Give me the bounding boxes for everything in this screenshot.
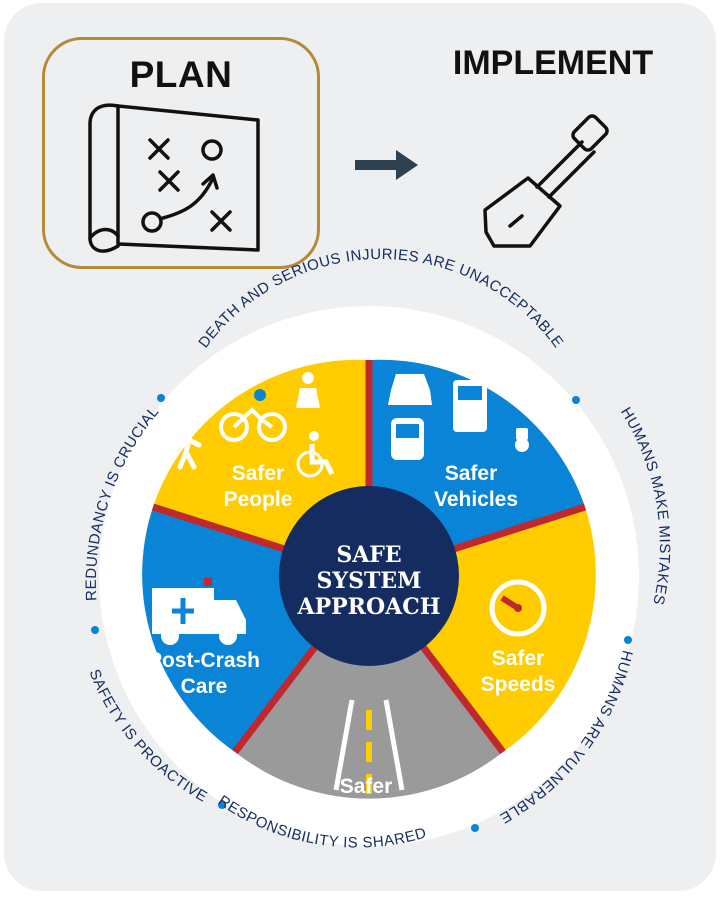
wheel-center [279, 486, 459, 666]
plan-label: PLAN [129, 54, 233, 95]
safe-system-wheel: SAFE SYSTEM APPROACH Safer People Safer … [83, 246, 673, 852]
post-crash-line1: Post-Crash [148, 649, 260, 672]
safer-vehicles-line2: Vehicles [434, 488, 518, 511]
segment-safer-roads [235, 576, 503, 799]
road-lane-icon [333, 699, 405, 794]
speedometer-icon [489, 579, 547, 637]
vehicle-icons [388, 374, 529, 460]
center-line-3: APPROACH [297, 594, 441, 620]
ring-dots [91, 394, 632, 832]
ambulance-icon [152, 578, 246, 645]
center-line-2: SYSTEM [317, 568, 422, 594]
people-icons [175, 372, 335, 478]
safer-speeds-line2: Speeds [481, 673, 556, 696]
playbook-icon [88, 103, 260, 253]
safer-roads-line1: Safer [340, 775, 393, 798]
safer-speeds-line1: Safer [492, 647, 545, 670]
safer-roads-line2: Roads [334, 800, 398, 823]
safer-vehicles-line1: Safer [445, 462, 498, 485]
implement-label: IMPLEMENT [452, 44, 654, 82]
safer-people-line2: People [224, 488, 293, 511]
safer-people-line1: Safer [232, 462, 285, 485]
post-crash-line2: Care [181, 675, 228, 698]
arrow-right-icon [355, 150, 418, 180]
center-line-1: SAFE [336, 542, 401, 568]
shovel-icon [483, 114, 609, 248]
plan-step-box: PLAN [42, 37, 320, 269]
